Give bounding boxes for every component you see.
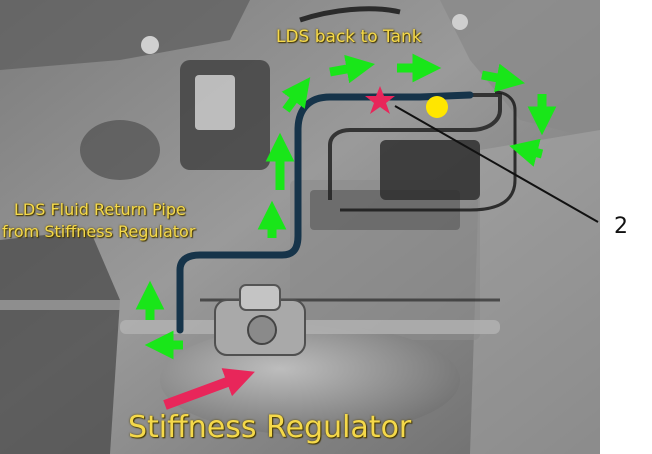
label-back-to-tank: LDS back to Tank	[276, 27, 422, 47]
flow-arrow	[329, 54, 376, 84]
stiffness-regulator	[214, 284, 306, 356]
flow-arrow	[509, 138, 544, 167]
flow-arrow	[281, 77, 311, 113]
label-return-pipe-line1: LDS Fluid Return Pipe	[14, 200, 186, 219]
photo-illustration	[0, 0, 600, 454]
engine-bay-photo: LDS back to Tank LDS Fluid Return Pipe f…	[0, 0, 600, 454]
valve-block	[380, 140, 480, 200]
flow-arrow	[481, 63, 525, 92]
return-pipe	[176, 91, 474, 334]
label-stiffness-regulator: Stiffness Regulator	[128, 410, 412, 445]
star-marker	[365, 86, 395, 114]
label-return-pipe-line2: from Stiffness Regulator	[2, 222, 196, 241]
callout-number: 2	[614, 214, 628, 239]
regulator-pointer-arrow	[163, 368, 255, 410]
connection-dot	[426, 96, 448, 118]
